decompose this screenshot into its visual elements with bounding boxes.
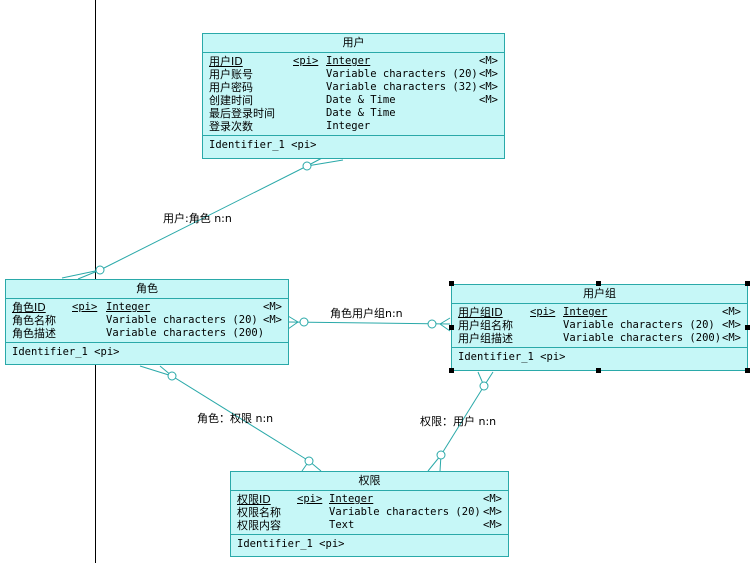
- attr-type: Date & Time: [326, 94, 396, 106]
- attr-type: Integer: [106, 301, 151, 313]
- attr-type: Variable characters (20): [329, 506, 481, 518]
- attribute-row[interactable]: 最后登录时间 Date & Time: [209, 107, 498, 120]
- attr-name: 角色描述: [12, 327, 56, 340]
- attr-name: 用户密码: [209, 81, 253, 94]
- attr-pi: <pi>: [297, 493, 323, 505]
- resize-handle[interactable]: [596, 281, 601, 286]
- attr-type: Variable characters (20): [106, 314, 258, 326]
- attribute-row[interactable]: 用户ID <pi> Integer <M>: [209, 55, 498, 68]
- attr-type: Variable characters (20): [326, 68, 478, 80]
- relation-label-role-perm[interactable]: 角色：权限 n:n: [197, 412, 274, 425]
- identifier-row[interactable]: Identifier_1 <pi>: [12, 346, 120, 358]
- attribute-row[interactable]: 用户组ID <pi> Integer <M>: [458, 306, 741, 319]
- attr-type: Variable characters (200): [563, 332, 722, 344]
- attribute-row[interactable]: 权限名称 Variable characters (20)<M>: [237, 506, 502, 519]
- resize-handle[interactable]: [745, 325, 750, 330]
- attribute-list: 权限ID <pi> Integer <M> 权限名称 Variable characte…: [231, 491, 508, 535]
- attr-name: 权限名称: [237, 506, 281, 519]
- attribute-row[interactable]: 用户账号 Variable characters (20)<M>: [209, 68, 498, 81]
- attr-mandatory: <M>: [722, 332, 741, 344]
- entity-role[interactable]: 角色 角色ID <pi> Integer <M> 角色名称 Variable chara…: [5, 279, 289, 365]
- resize-handle[interactable]: [745, 368, 750, 373]
- attr-type: Integer: [326, 55, 371, 67]
- attr-pi: <pi>: [293, 55, 319, 67]
- attr-type: Integer: [326, 120, 371, 132]
- entity-title: 用户: [203, 34, 504, 53]
- relation-label-perm-group[interactable]: 权限：用户 n:n: [420, 415, 497, 428]
- attr-mandatory: <M>: [263, 301, 282, 313]
- attr-mandatory: <M>: [483, 506, 502, 518]
- attr-name: 权限内容: [237, 519, 281, 532]
- resize-handle[interactable]: [745, 281, 750, 286]
- entity-title: 权限: [231, 472, 508, 491]
- attr-type: Integer: [563, 306, 608, 318]
- relation-line-perm-group: [440, 385, 485, 456]
- entity-title: 角色: [6, 280, 288, 299]
- attr-type: Variable characters (32): [326, 81, 478, 93]
- resize-handle[interactable]: [449, 281, 454, 286]
- attr-type: Variable characters (200): [106, 327, 265, 339]
- attr-name: 角色ID: [12, 301, 46, 314]
- attr-pi: <pi>: [72, 301, 98, 313]
- attribute-row[interactable]: 权限ID <pi> Integer <M>: [237, 493, 502, 506]
- attribute-row[interactable]: 用户组名称 Variable characters (20) <M>: [458, 319, 741, 332]
- attribute-list: 用户组ID <pi> Integer <M> 用户组名称 Variable charac…: [452, 304, 747, 348]
- attr-type: Date & Time: [326, 107, 396, 119]
- attr-name: 最后登录时间: [209, 107, 275, 120]
- attr-name: 用户账号: [209, 68, 253, 81]
- resize-handle[interactable]: [449, 325, 454, 330]
- identifier-row[interactable]: Identifier_1 <pi>: [458, 351, 566, 363]
- identifier-row[interactable]: Identifier_1 <pi>: [209, 139, 317, 151]
- relation-label-user-role[interactable]: 用户:角色 n:n: [163, 212, 232, 225]
- attr-type: Integer: [329, 493, 374, 505]
- attr-name: 用户组描述: [458, 332, 513, 345]
- relation-line-role-perm: [171, 375, 310, 462]
- attr-mandatory: <M>: [479, 94, 498, 106]
- attribute-row[interactable]: 角色名称 Variable characters (20) <M>: [12, 314, 282, 327]
- attr-name: 用户组ID: [458, 306, 503, 319]
- attr-name: 用户ID: [209, 55, 243, 68]
- attribute-row[interactable]: 角色ID <pi> Integer <M>: [12, 301, 282, 314]
- attr-type: Text: [329, 519, 355, 531]
- attr-name: 角色名称: [12, 314, 56, 327]
- attribute-list: 角色ID <pi> Integer <M> 角色名称 Variable characte…: [6, 299, 288, 343]
- attribute-row[interactable]: 用户组描述 Variable characters (200)<M>: [458, 332, 741, 345]
- attribute-row[interactable]: 登录次数 Integer: [209, 120, 498, 133]
- entity-user-group[interactable]: 用户组 用户组ID <pi> Integer <M> 用户组名称 Variable ch…: [451, 284, 748, 371]
- relation-label-role-group[interactable]: 角色用户组n:n: [330, 307, 403, 320]
- attr-mandatory: <M>: [479, 55, 498, 67]
- attr-name: 创建时间: [209, 94, 253, 107]
- entity-title: 用户组: [452, 285, 747, 304]
- attr-name: 用户组名称: [458, 319, 513, 332]
- attr-pi: <pi>: [530, 306, 556, 318]
- attr-mandatory: <M>: [479, 81, 498, 93]
- entity-permission[interactable]: 权限 权限ID <pi> Integer <M> 权限名称 Variable chara…: [230, 471, 509, 557]
- attribute-list: 用户ID <pi> Integer <M> 用户账号 Variable characte…: [203, 53, 504, 136]
- attribute-row[interactable]: 角色描述 Variable characters (200): [12, 327, 282, 340]
- identifier-row[interactable]: Identifier_1 <pi>: [237, 538, 345, 550]
- resize-handle[interactable]: [596, 368, 601, 373]
- attr-type: Variable characters (20): [563, 319, 715, 331]
- attribute-row[interactable]: 权限内容 Text <M>: [237, 519, 502, 532]
- attr-mandatory: <M>: [722, 319, 741, 331]
- attr-mandatory: <M>: [483, 493, 502, 505]
- attr-mandatory: <M>: [722, 306, 741, 318]
- relation-line-role-group: [287, 321, 451, 325]
- relation-line-user-role: [99, 165, 308, 271]
- attr-mandatory: <M>: [483, 519, 502, 531]
- attr-mandatory: <M>: [479, 68, 498, 80]
- resize-handle[interactable]: [449, 368, 454, 373]
- attribute-row[interactable]: 创建时间 Date & Time <M>: [209, 94, 498, 107]
- attribute-row[interactable]: 用户密码 Variable characters (32)<M>: [209, 81, 498, 94]
- attr-name: 登录次数: [209, 120, 253, 133]
- attr-name: 权限ID: [237, 493, 271, 506]
- entity-user[interactable]: 用户 用户ID <pi> Integer <M> 用户账号 Variable chara…: [202, 33, 505, 159]
- attr-mandatory: <M>: [263, 314, 282, 326]
